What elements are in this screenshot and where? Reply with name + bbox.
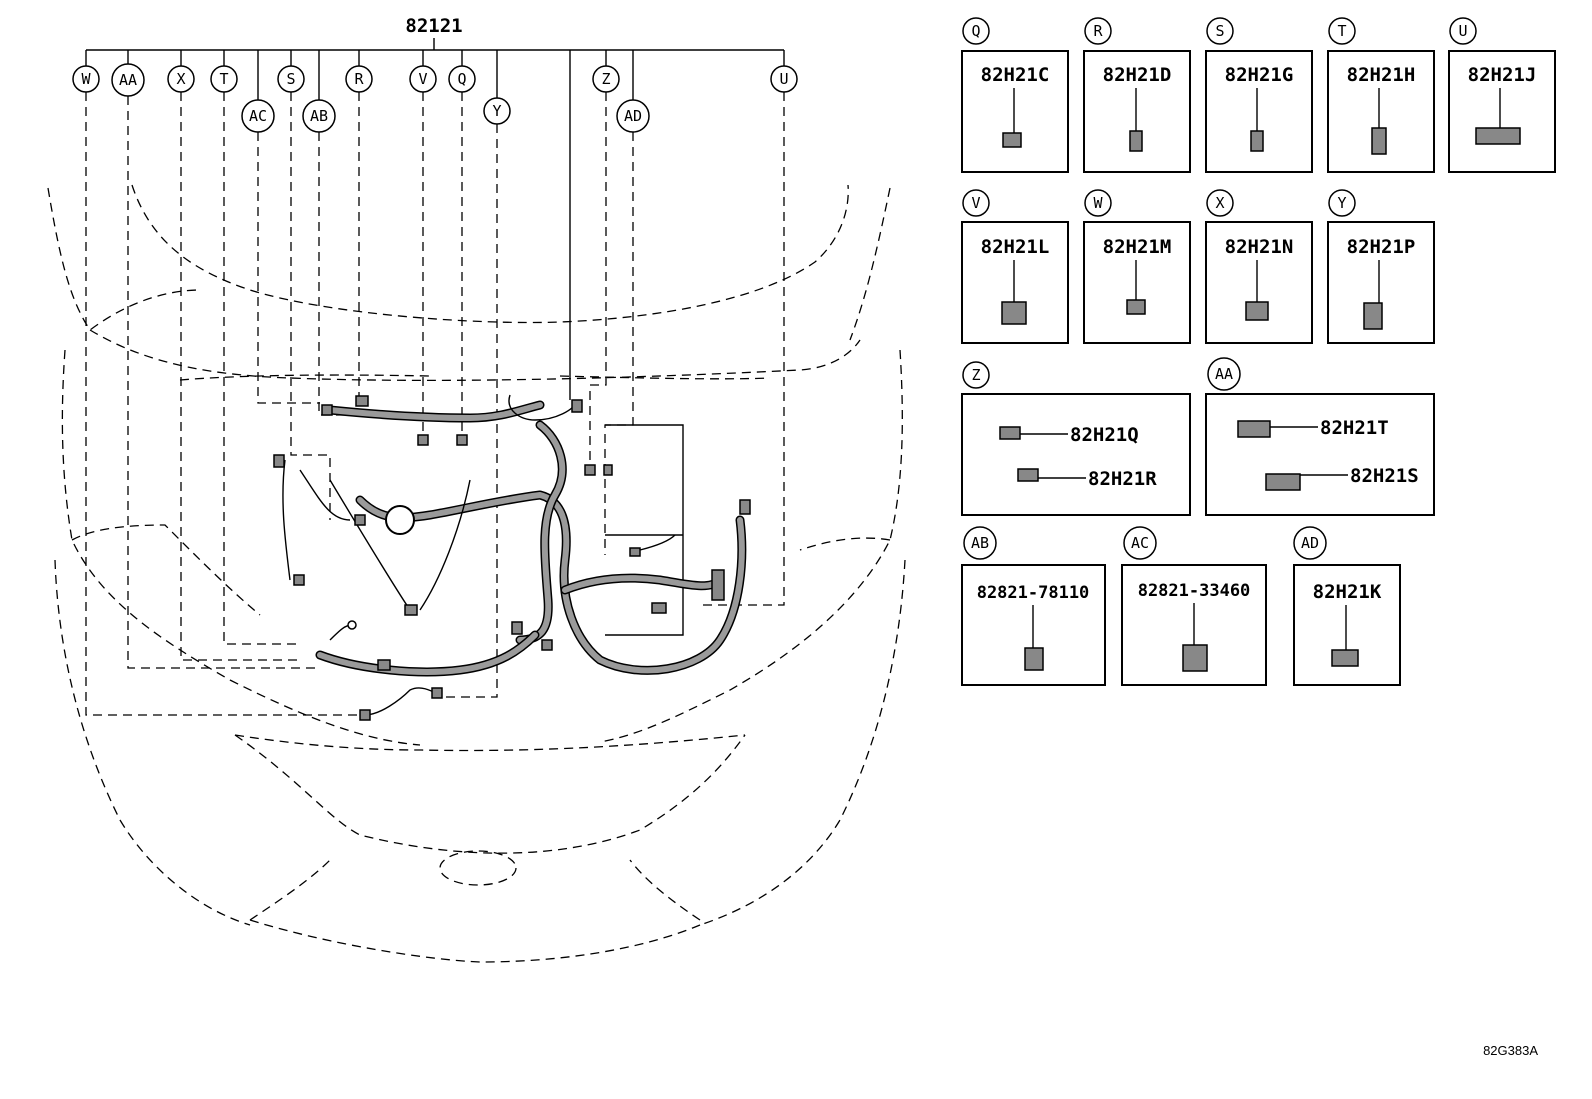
- svg-text:Q: Q: [971, 22, 980, 40]
- svg-text:X: X: [1215, 194, 1224, 212]
- connector-icon: [999, 426, 1021, 440]
- part-panel-ac: AC 82821-33460: [1121, 526, 1267, 686]
- callout-z: Z: [592, 65, 620, 93]
- connector-icon: [1245, 301, 1269, 321]
- connector-icon: [1017, 468, 1039, 482]
- connector-icon: [1182, 644, 1208, 672]
- connector-icon: [1002, 132, 1022, 148]
- svg-text:82H21D: 82H21D: [1103, 64, 1172, 86]
- connector-icon: [1129, 130, 1143, 152]
- svg-text:AD: AD: [1301, 534, 1319, 552]
- part-panel-z: Z 82H21Q 82H21R: [961, 361, 1191, 516]
- part-panel-ad: AD 82H21K: [1293, 526, 1401, 686]
- svg-text:82H21L: 82H21L: [981, 236, 1050, 258]
- part-panel-y: Y 82H21P: [1327, 189, 1435, 344]
- svg-text:82H21M: 82H21M: [1103, 236, 1172, 258]
- callout-v: V: [409, 65, 437, 93]
- connector-icon: [1001, 301, 1027, 325]
- svg-text:82H21G: 82H21G: [1225, 64, 1294, 86]
- callout-aa: AA: [111, 63, 145, 97]
- svg-text:AB: AB: [310, 107, 328, 125]
- connector-icon: [1331, 649, 1359, 667]
- svg-text:X: X: [176, 70, 185, 88]
- main-part-number: 82121: [405, 15, 462, 37]
- part-panel-u: U 82H21J: [1448, 17, 1556, 173]
- callout-w: W: [72, 65, 100, 93]
- connector-icon: [1265, 473, 1301, 491]
- connector-icon: [1250, 130, 1264, 152]
- connector-icon: [1024, 647, 1044, 671]
- leader-lines: [85, 92, 785, 716]
- part-panel-ab: AB 82821-78110: [961, 526, 1106, 686]
- svg-text:W: W: [81, 70, 91, 88]
- svg-text:Y: Y: [492, 102, 501, 120]
- callout-bracket: [85, 38, 785, 400]
- svg-text:82821-33460: 82821-33460: [1138, 581, 1251, 601]
- part-panel-r: R 82H21D: [1083, 17, 1191, 173]
- connector-icon: [1237, 420, 1271, 438]
- svg-text:82H21J: 82H21J: [1468, 64, 1537, 86]
- svg-text:82H21T: 82H21T: [1320, 417, 1389, 439]
- svg-text:U: U: [1458, 22, 1467, 40]
- callout-r: R: [345, 65, 373, 93]
- svg-text:AA: AA: [1215, 365, 1233, 383]
- callout-y: Y: [483, 97, 511, 125]
- callout-u: U: [770, 65, 798, 93]
- diagram-callouts: W AA X T AC S AB R V Q Y Z AD U: [72, 63, 798, 133]
- part-panel-s: S 82H21G: [1205, 17, 1313, 173]
- svg-text:AA: AA: [119, 71, 137, 89]
- svg-text:82H21C: 82H21C: [981, 64, 1050, 86]
- callout-ac: AC: [241, 99, 275, 133]
- svg-text:T: T: [1337, 22, 1346, 40]
- svg-text:AC: AC: [1131, 534, 1149, 552]
- callout-s: S: [277, 65, 305, 93]
- part-panel-q: Q 82H21C: [961, 17, 1069, 173]
- svg-text:V: V: [418, 70, 427, 88]
- svg-text:S: S: [1215, 22, 1224, 40]
- svg-text:82H21P: 82H21P: [1347, 236, 1416, 258]
- callout-ab: AB: [302, 99, 336, 133]
- part-panel-x: X 82H21N: [1205, 189, 1313, 344]
- svg-text:U: U: [779, 70, 788, 88]
- connector-icon: [1371, 127, 1387, 155]
- callout-ad: AD: [616, 99, 650, 133]
- callout-t: T: [210, 65, 238, 93]
- reference-code: 82G383A: [1483, 1043, 1538, 1058]
- parts-legend: Q 82H21C R 82H21D S 82H21G T 82H21H: [961, 17, 1556, 686]
- svg-text:82H21R: 82H21R: [1088, 468, 1157, 490]
- callout-q: Q: [448, 65, 476, 93]
- part-panel-v: V 82H21L: [961, 189, 1069, 344]
- svg-text:R: R: [354, 70, 364, 88]
- part-panel-w: W 82H21M: [1083, 189, 1191, 344]
- connector-icon: [1475, 127, 1521, 145]
- svg-text:V: V: [971, 194, 980, 212]
- connector-icon: [1363, 302, 1383, 330]
- svg-text:W: W: [1093, 194, 1103, 212]
- svg-text:82H21N: 82H21N: [1225, 236, 1294, 258]
- svg-text:AB: AB: [971, 534, 989, 552]
- callout-x: X: [167, 65, 195, 93]
- svg-text:R: R: [1093, 22, 1103, 40]
- svg-text:82H21K: 82H21K: [1313, 581, 1382, 603]
- svg-text:82H21Q: 82H21Q: [1070, 424, 1139, 446]
- wire-harness: [273, 394, 751, 721]
- svg-text:Z: Z: [971, 366, 980, 384]
- svg-text:82H21S: 82H21S: [1350, 465, 1419, 487]
- svg-text:AC: AC: [249, 107, 267, 125]
- svg-text:AD: AD: [624, 107, 642, 125]
- vehicle-outline: [47, 184, 906, 963]
- svg-text:S: S: [286, 70, 295, 88]
- connector-icon: [1126, 299, 1146, 315]
- svg-text:Q: Q: [457, 70, 466, 88]
- svg-text:82821-78110: 82821-78110: [977, 583, 1090, 603]
- svg-text:Y: Y: [1337, 194, 1346, 212]
- svg-text:Z: Z: [601, 70, 610, 88]
- svg-text:T: T: [219, 70, 228, 88]
- part-panel-t: T 82H21H: [1327, 17, 1435, 173]
- part-panel-aa: AA 82H21T 82H21S: [1205, 357, 1435, 516]
- svg-text:82H21H: 82H21H: [1347, 64, 1416, 86]
